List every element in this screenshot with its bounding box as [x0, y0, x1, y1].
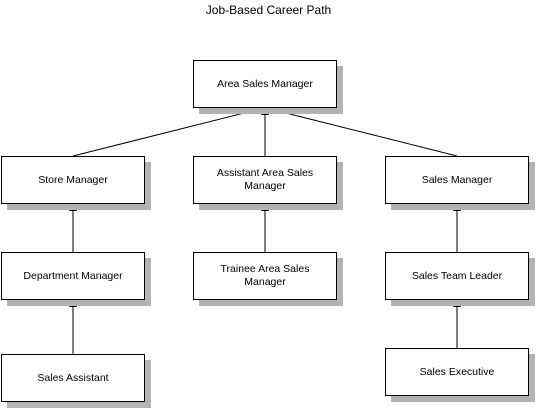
arrow-store-to-area	[72, 105, 265, 157]
node-sales-assistant: Sales Assistant	[1, 354, 145, 402]
arrow-salesmgr-to-area	[265, 105, 458, 157]
node-sales-team-leader: Sales Team Leader	[385, 252, 529, 300]
node-trainee-area-sales-manager: Trainee Area Sales Manager	[193, 252, 337, 300]
node-sales-manager: Sales Manager	[385, 156, 529, 204]
node-store-manager: Store Manager	[1, 156, 145, 204]
node-department-manager: Department Manager	[1, 252, 145, 300]
node-area-sales-manager: Area Sales Manager	[193, 60, 337, 108]
node-sales-executive: Sales Executive	[385, 348, 529, 396]
diagram-title: Job-Based Career Path	[205, 3, 332, 17]
node-assistant-area-sales-manager: Assistant Area Sales Manager	[193, 156, 337, 204]
